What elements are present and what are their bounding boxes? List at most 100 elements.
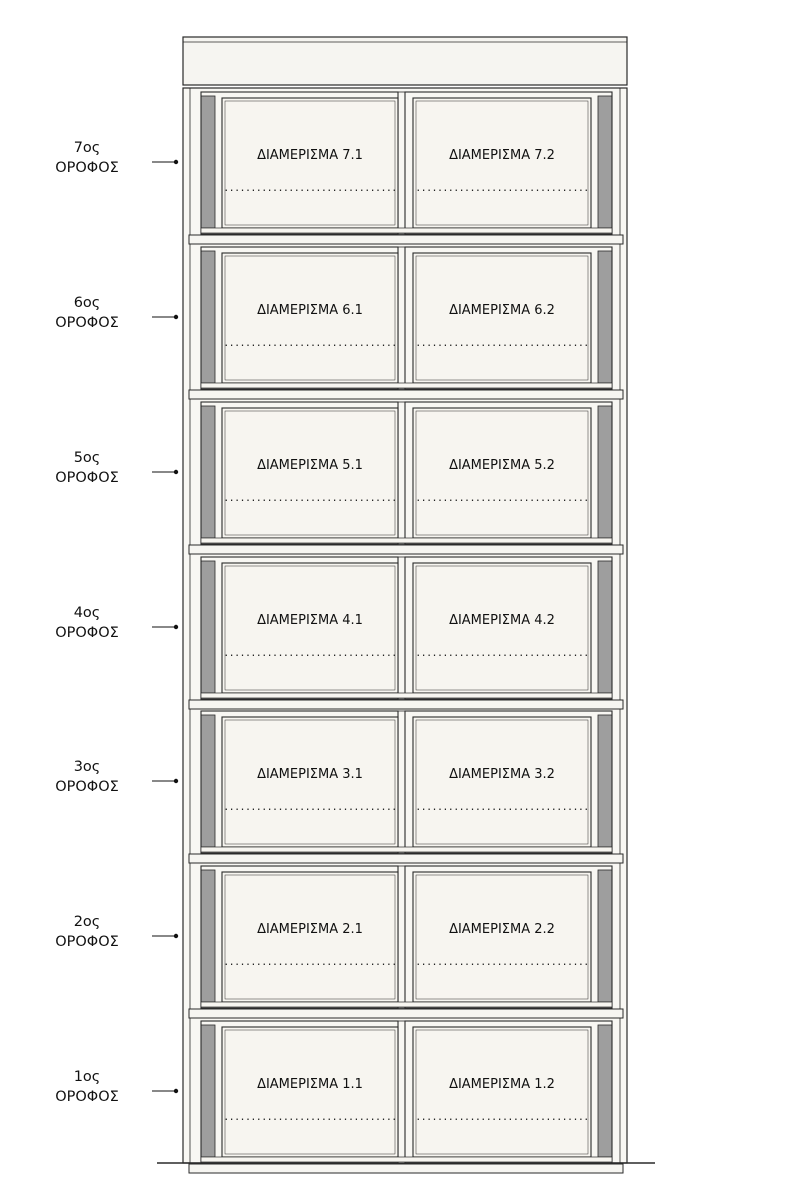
floor-label-number: 3ος [74, 759, 101, 775]
floor-7ος: ΔΙΑΜΕΡΙΣΜΑ 7.1..........................… [55, 91, 624, 245]
window-sill [200, 692, 613, 699]
apartment-panel-inner-edge [415, 255, 589, 381]
floor-slab [188, 1163, 624, 1174]
floor-5ος: ΔΙΑΜΕΡΙΣΜΑ 5.1..........................… [55, 401, 624, 555]
apartment-dotted-line: ................................ [415, 338, 588, 349]
floor-leader-dot [173, 778, 179, 784]
apartment-dotted-line: ................................ [223, 338, 396, 349]
apartment-panel [412, 407, 592, 539]
floor-label-number: 1ος [74, 1069, 101, 1085]
apartment-name: ΔΙΑΜΕΡΙΣΜΑ 5.2 [449, 458, 555, 473]
apartment-dotted-line: ................................ [223, 183, 396, 194]
apartment-dotted-line: ................................ [223, 493, 396, 504]
apartment-1: ΔΙΑΜΕΡΙΣΜΑ 3.1..........................… [200, 710, 399, 854]
window-sill [200, 1156, 613, 1163]
apartment-name: ΔΙΑΜΕΡΙΣΜΑ 7.2 [449, 148, 555, 163]
floor-label-word: ΟΡΟΦΟΣ [55, 315, 119, 331]
apartment-name: ΔΙΑΜΕΡΙΣΜΑ 2.1 [257, 922, 363, 937]
apartment-panel [221, 407, 399, 539]
apartment-1: ΔΙΑΜΕΡΙΣΜΑ 5.1..........................… [200, 401, 399, 545]
apartment-2: ΔΙΑΜΕΡΙΣΜΑ 3.2..........................… [404, 710, 613, 854]
apartment-name: ΔΙΑΜΕΡΙΣΜΑ 4.2 [449, 613, 555, 628]
apartment-1: ΔΙΑΜΕΡΙΣΜΑ 7.1..........................… [200, 91, 399, 235]
roof-parapet [182, 36, 628, 86]
apartment-panel [412, 252, 592, 384]
apartment-panel-inner-edge [224, 874, 396, 1000]
floor-leader-dot [173, 314, 179, 320]
floor-3ος: ΔΙΑΜΕΡΙΣΜΑ 3.1..........................… [55, 710, 624, 864]
apartment-panel-inner-edge [224, 410, 396, 536]
floor-slab [188, 389, 624, 400]
apartment-2: ΔΙΑΜΕΡΙΣΜΑ 6.2..........................… [404, 246, 613, 390]
window-sill [200, 846, 613, 853]
floor-slab [188, 234, 624, 245]
apartment-name: ΔΙΑΜΕΡΙΣΜΑ 1.1 [257, 1077, 363, 1092]
floor-slab [188, 1008, 624, 1019]
floor-leader-dot [173, 933, 179, 939]
apartment-panel [412, 562, 592, 694]
floor-slab [188, 544, 624, 555]
apartment-panel [221, 716, 399, 848]
apartment-frame [404, 246, 613, 390]
floor-label-number: 7ος [74, 140, 101, 156]
apartment-frame [404, 401, 613, 545]
right-jamb [597, 869, 613, 1003]
floor-1ος: ΔΙΑΜΕΡΙΣΜΑ 1.1..........................… [55, 1020, 624, 1174]
central-pier [397, 865, 406, 1009]
floor-label-word: ΟΡΟΦΟΣ [55, 160, 119, 176]
left-jamb [200, 560, 216, 694]
apartment-dotted-line: ................................ [223, 648, 396, 659]
apartment-1: ΔΙΑΜΕΡΙΣΜΑ 1.1..........................… [200, 1020, 399, 1164]
apartment-frame [404, 1020, 613, 1164]
apartment-1: ΔΙΑΜΕΡΙΣΜΑ 6.1..........................… [200, 246, 399, 390]
apartment-panel [221, 1026, 399, 1158]
floor-label-word: ΟΡΟΦΟΣ [55, 934, 119, 950]
apartment-1: ΔΙΑΜΕΡΙΣΜΑ 4.1..........................… [200, 556, 399, 700]
floor-slab [188, 699, 624, 710]
floor-leader-dot [173, 1088, 179, 1094]
left-jamb [200, 405, 216, 539]
apartment-panel [412, 1026, 592, 1158]
apartment-panel [412, 871, 592, 1003]
apartment-dotted-line: ................................ [415, 957, 588, 968]
central-pier [397, 556, 406, 700]
window-sill [200, 382, 613, 389]
window-sill [200, 537, 613, 544]
apartment-dotted-line: ................................ [415, 1112, 588, 1123]
floor-leader-dot [173, 159, 179, 165]
apartment-panel-inner-edge [415, 874, 589, 1000]
apartment-panel [221, 252, 399, 384]
apartment-panel-inner-edge [224, 719, 396, 845]
floor-label-word: ΟΡΟΦΟΣ [55, 470, 119, 486]
floor-leader-dot [173, 624, 179, 630]
right-jamb [597, 560, 613, 694]
apartment-2: ΔΙΑΜΕΡΙΣΜΑ 2.2..........................… [404, 865, 613, 1009]
left-jamb [200, 1024, 216, 1158]
right-jamb [597, 250, 613, 384]
floors-layer: ΔΙΑΜΕΡΙΣΜΑ 7.1..........................… [55, 91, 624, 1174]
apartment-dotted-line: ................................ [223, 802, 396, 813]
central-pier [397, 710, 406, 854]
apartment-name: ΔΙΑΜΕΡΙΣΜΑ 6.2 [449, 303, 555, 318]
right-jamb [597, 405, 613, 539]
floor-label-word: ΟΡΟΦΟΣ [55, 1089, 119, 1105]
apartment-panel-inner-edge [224, 565, 396, 691]
apartment-frame [404, 710, 613, 854]
right-jamb [597, 1024, 613, 1158]
central-pier [397, 246, 406, 390]
right-jamb [597, 95, 613, 229]
window-sill [200, 1001, 613, 1008]
apartment-panel-inner-edge [415, 1029, 589, 1155]
window-sill [200, 227, 613, 234]
floor-label-word: ΟΡΟΦΟΣ [55, 625, 119, 641]
apartment-frame [404, 556, 613, 700]
apartment-panel-inner-edge [415, 719, 589, 845]
floor-2ος: ΔΙΑΜΕΡΙΣΜΑ 2.1..........................… [55, 865, 624, 1019]
apartment-name: ΔΙΑΜΕΡΙΣΜΑ 2.2 [449, 922, 555, 937]
apartment-name: ΔΙΑΜΕΡΙΣΜΑ 3.1 [257, 767, 363, 782]
apartment-frame [404, 865, 613, 1009]
floor-label-number: 4ος [74, 605, 101, 621]
floor-label-number: 2ος [74, 914, 101, 930]
apartment-frame [404, 91, 613, 235]
apartment-panel [412, 97, 592, 229]
